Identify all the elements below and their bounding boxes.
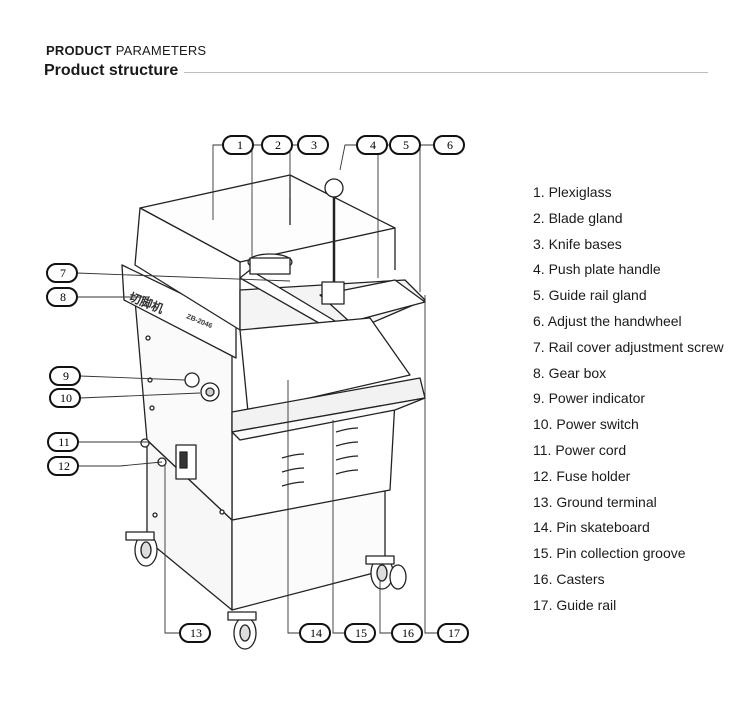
svg-text:16: 16 [402, 626, 414, 640]
svg-text:11: 11 [58, 435, 70, 449]
callout-17: 17 [437, 623, 469, 643]
legend-item: 8. Gear box [533, 364, 607, 381]
legend-item: 5. Guide rail gland [533, 287, 647, 304]
legend-item: 14. Pin skateboard [533, 519, 650, 536]
svg-text:13: 13 [190, 626, 202, 640]
svg-text:9: 9 [63, 369, 69, 383]
callout-14: 14 [299, 623, 331, 643]
svg-text:2: 2 [275, 138, 281, 152]
callout-2: 2 [261, 135, 293, 155]
section-heading-bold: PRODUCT [46, 43, 112, 58]
legend-item: 13. Ground terminal [533, 493, 657, 510]
title-divider [184, 72, 708, 73]
legend-item: 2. Blade gland [533, 209, 623, 226]
guide-rail [239, 253, 426, 336]
callout-9: 9 [49, 366, 81, 386]
callout-3: 3 [297, 135, 329, 155]
callout-8: 8 [46, 287, 78, 307]
svg-text:7: 7 [60, 266, 66, 280]
callout-4: 4 [356, 135, 388, 155]
svg-text:6: 6 [447, 138, 453, 152]
callout-10: 10 [49, 388, 81, 408]
page-title: Product structure [44, 62, 179, 79]
callout-1: 1 [222, 135, 254, 155]
callout-11: 11 [47, 432, 79, 452]
svg-text:15: 15 [355, 626, 367, 640]
legend-item: 17. Guide rail [533, 596, 617, 613]
callout-5: 5 [389, 135, 421, 155]
svg-text:5: 5 [403, 138, 409, 152]
callouts: 1 2 3 4 5 6 7 8 9 10 11 12 13 14 15 16 1… [46, 135, 469, 643]
pin-skateboard [239, 317, 411, 413]
svg-text:17: 17 [448, 626, 460, 640]
legend-item: 4. Push plate handle [533, 261, 661, 278]
svg-text:8: 8 [60, 290, 66, 304]
legend-item: 11. Power cord [533, 441, 627, 458]
svg-text:12: 12 [58, 459, 70, 473]
legend-item: 3. Knife bases [533, 235, 622, 252]
callout-16: 16 [391, 623, 423, 643]
section-heading-light: PARAMETERS [115, 43, 207, 58]
legend-item: 12. Fuse holder [533, 467, 631, 484]
svg-text:14: 14 [310, 626, 322, 640]
legend-item: 6. Adjust the handwheel [533, 312, 682, 329]
callout-12: 12 [47, 456, 79, 476]
legend-item: 1. Plexiglass [533, 184, 612, 200]
callout-15: 15 [344, 623, 376, 643]
casters [125, 531, 407, 650]
svg-text:3: 3 [311, 138, 317, 152]
callout-13: 13 [179, 623, 211, 643]
svg-text:10: 10 [60, 391, 72, 405]
legend-item: 7. Rail cover adjustment screw [533, 338, 724, 355]
parts-legend: 1. Plexiglass 2. Blade gland 3. Knife ba… [533, 180, 724, 619]
svg-text:4: 4 [370, 138, 376, 152]
legend-item: 10. Power switch [533, 416, 639, 433]
callout-6: 6 [433, 135, 465, 155]
legend-item: 15. Pin collection groove [533, 545, 686, 562]
push-plate-handle [321, 178, 345, 305]
callout-7: 7 [46, 263, 78, 283]
svg-text:1: 1 [237, 138, 243, 152]
legend-item: 9. Power indicator [533, 390, 646, 407]
legend-item: 16. Casters [533, 570, 605, 587]
